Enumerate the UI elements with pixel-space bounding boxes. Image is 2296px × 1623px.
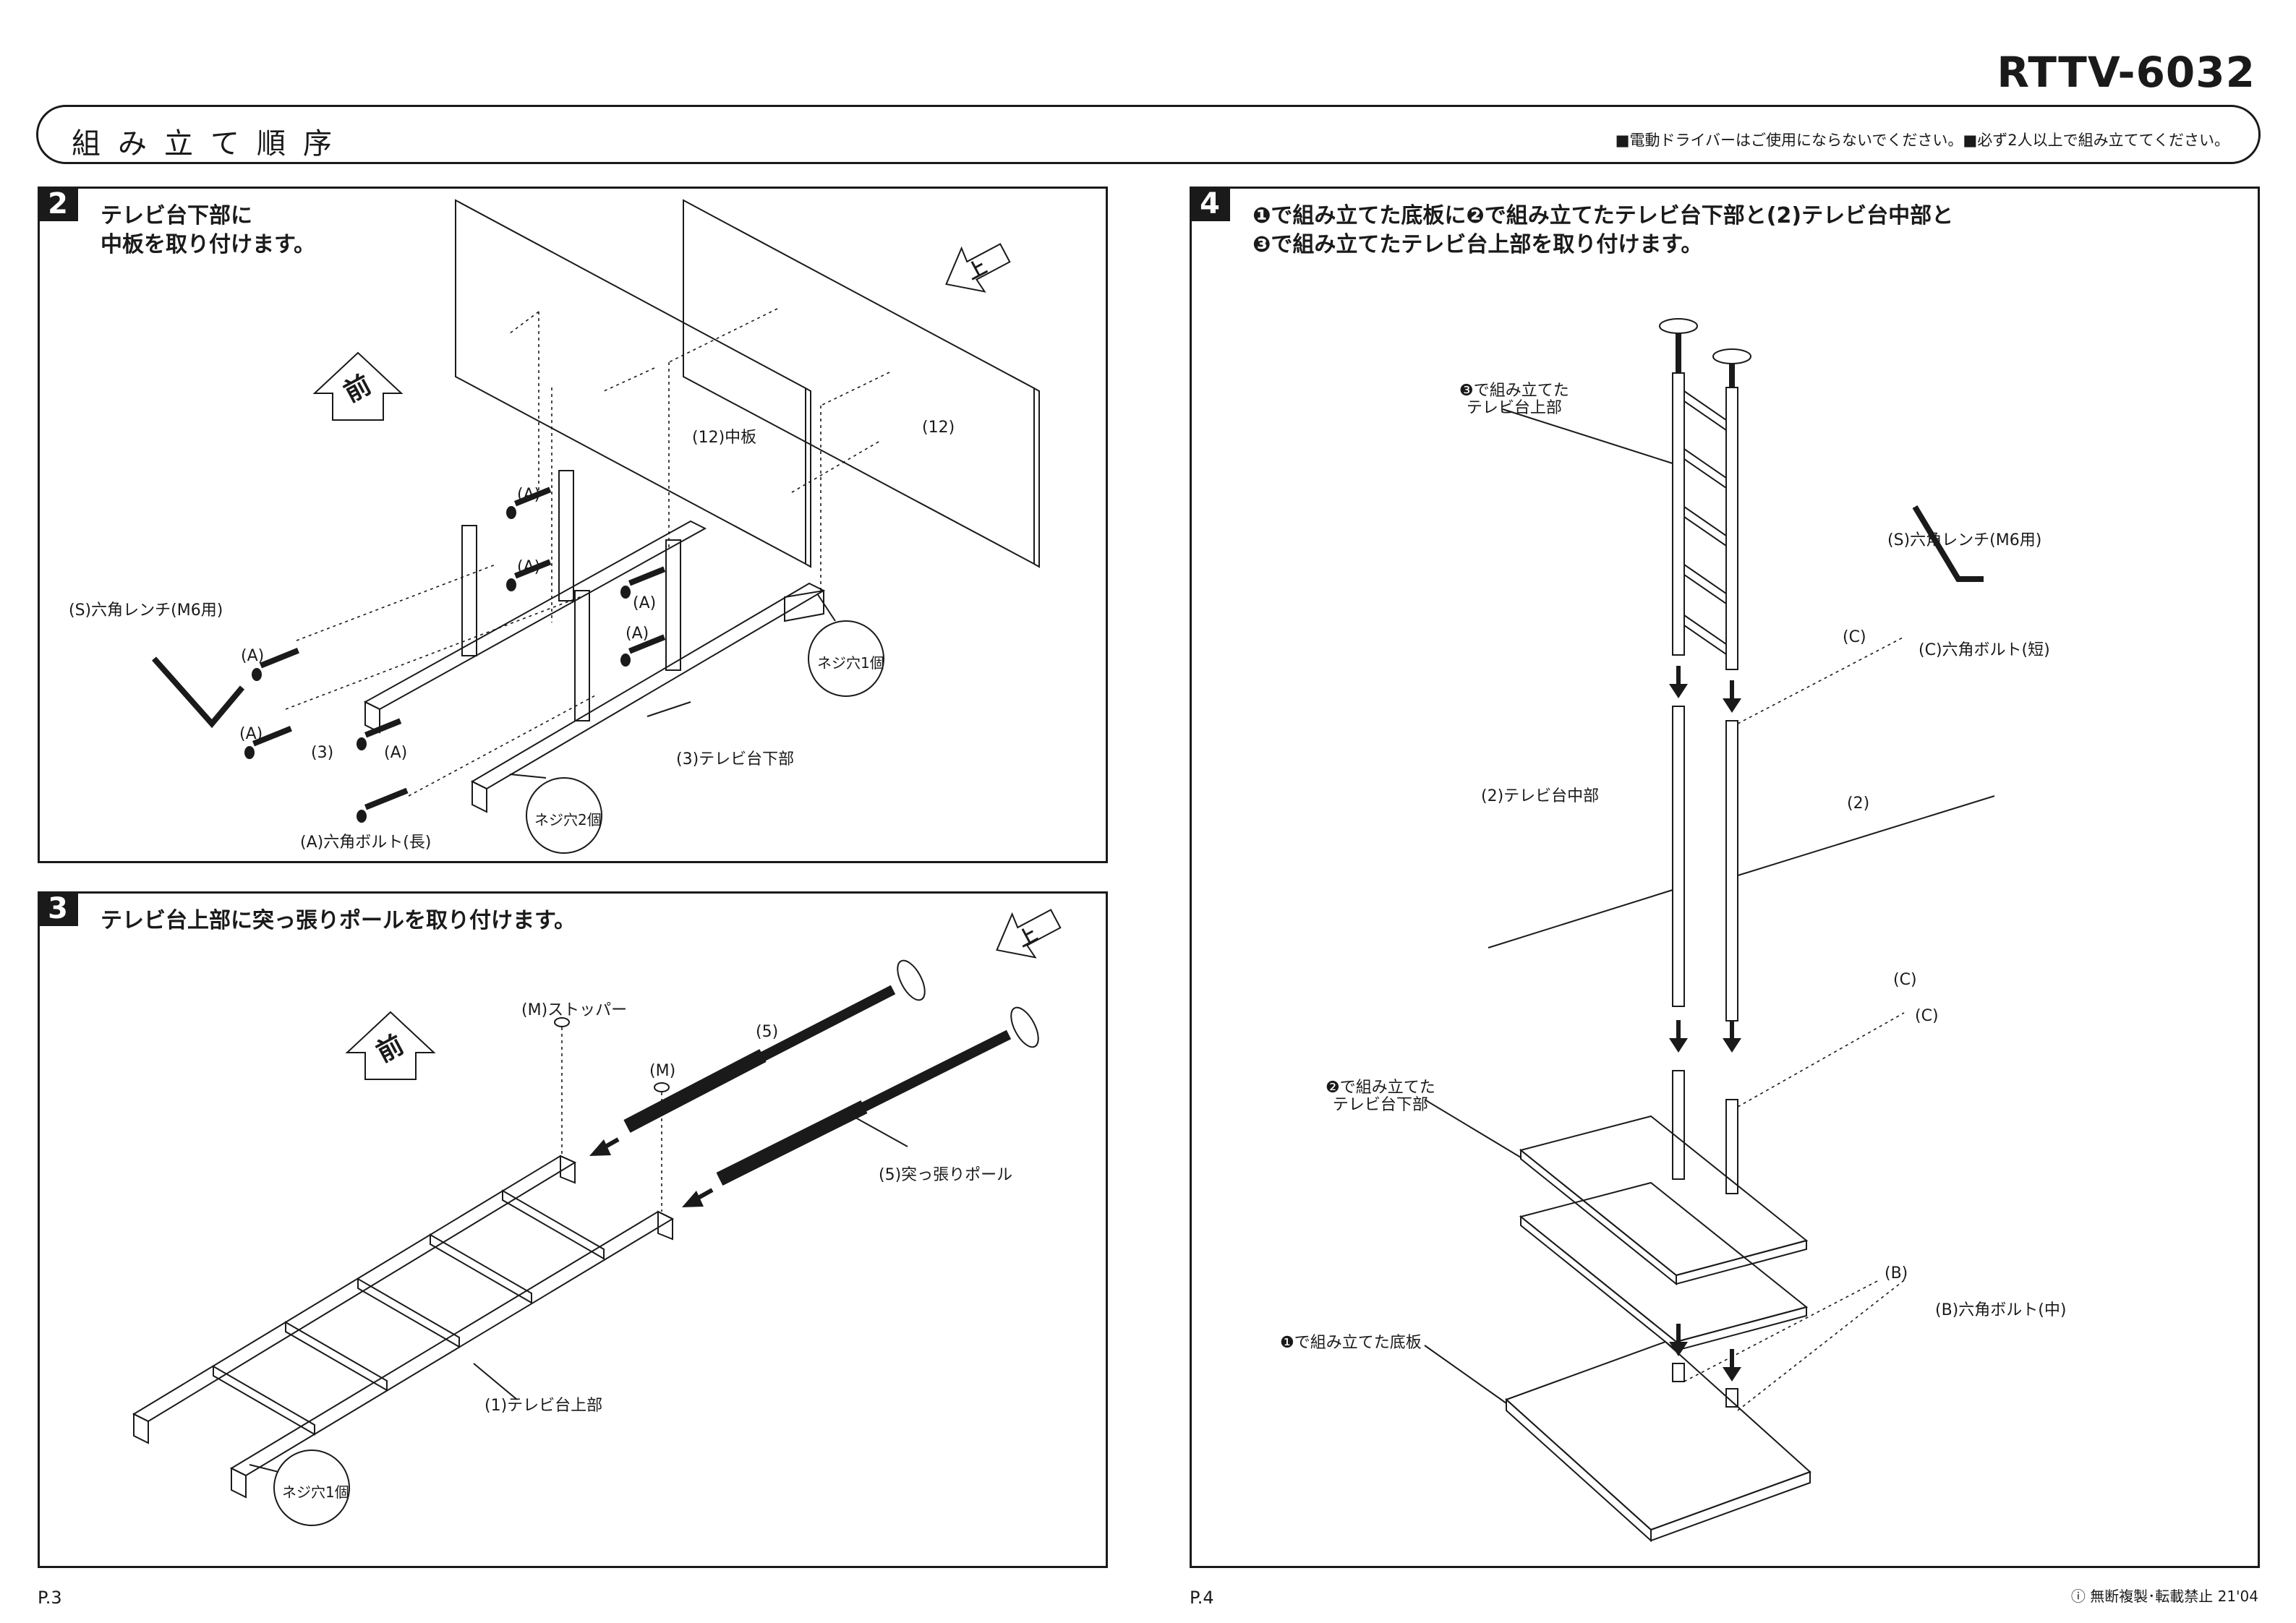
- step-title: テレビ台下部に 中板を取り付けます。: [101, 202, 315, 260]
- stopper: [554, 1017, 570, 1027]
- label-stopper: (M)ストッパー: [521, 1001, 628, 1019]
- page-title: 組み立て順序: [72, 127, 349, 160]
- step-3-illustration: [132, 909, 1062, 1526]
- pole-foot: [1712, 348, 1751, 364]
- label-bolt-c: (C): [1843, 628, 1866, 646]
- label-line: テレビ台上部: [1466, 399, 1562, 417]
- lower-post: [1672, 1070, 1685, 1180]
- header-note: ■電動ドライバーはご使用にならないでください。■必ず2人以上で組み立ててください…: [1615, 132, 2229, 149]
- up-arrow-icon: [945, 243, 1011, 293]
- step-title-line: ❶で組み立てた底板に❷で組み立てたテレビ台下部と(2)テレビ台中部と: [1252, 203, 1954, 228]
- label-upper-assembled: ❸で組み立てた テレビ台上部: [1459, 382, 1569, 417]
- label-bolt-c: (C): [1893, 971, 1917, 989]
- step-2-panel: 2 テレビ台下部に 中板を取り付けます。: [38, 187, 1108, 863]
- label-stopper-m: (M): [649, 1062, 676, 1080]
- label-bolt-a: (A): [384, 744, 408, 762]
- label-wrench: (S)六角レンチ(M6用): [1887, 531, 2042, 549]
- lower-post: [1725, 1099, 1738, 1194]
- middle-board: [683, 199, 1035, 565]
- label-wrench: (S)六角レンチ(M6用): [69, 601, 223, 620]
- step-number: 3: [38, 891, 78, 926]
- step-title-line: 中板を取り付けます。: [101, 232, 315, 257]
- step-title: ❶で組み立てた底板に❷で組み立てたテレビ台下部と(2)テレビ台中部と ❸で組み立…: [1252, 202, 1953, 260]
- page-number-left: P.3: [38, 1588, 62, 1608]
- label-bolt-a: (A): [517, 558, 541, 576]
- label-lower-assembled: ❷で組み立てた テレビ台下部: [1326, 1079, 1435, 1114]
- middle-post: [1672, 706, 1685, 1007]
- label-lower-part: (3)テレビ台下部: [676, 750, 795, 768]
- page-number-right: P.4: [1190, 1588, 1214, 1608]
- step-4-illustration: [1424, 318, 1995, 1543]
- label-board: (12): [922, 419, 955, 437]
- rail: [363, 520, 707, 711]
- leg: [574, 590, 590, 721]
- front-arrow-icon: [345, 1011, 436, 1080]
- label-bolt-short: (C)六角ボルト(短): [1919, 641, 2050, 659]
- frame-rail: [229, 1210, 675, 1477]
- step-4-panel: 4 ❶で組み立てた底板に❷で組み立てたテレビ台下部と(2)テレビ台中部と ❸で組…: [1190, 187, 2260, 1568]
- label-upper-part: (1)テレビ台上部: [485, 1397, 603, 1415]
- label-line: テレビ台下部: [1332, 1096, 1428, 1114]
- leg: [461, 525, 477, 656]
- step-title-line: ❸で組み立てたテレビ台上部を取り付けます。: [1252, 232, 1703, 257]
- front-arrow-icon: [312, 351, 404, 421]
- label-tension-pole: (5)突っ張りポール: [879, 1166, 1013, 1184]
- upper-post: [1672, 372, 1685, 656]
- hole-callout: [808, 620, 884, 697]
- header-bar: 組み立て順序 ■電動ドライバーはご使用にならないでください。■必ず2人以上で組み…: [36, 105, 2261, 164]
- copyright-notice: ⓘ 無断複製･転載禁止 21'04: [2070, 1588, 2258, 1605]
- label-bolt-mid: (B)六角ボルト(中): [1935, 1301, 2067, 1319]
- step-3-panel: 3 テレビ台上部に突っ張りポールを取り付けます。: [38, 891, 1108, 1568]
- label-line: ❸で組み立てた: [1459, 382, 1569, 400]
- label-hole-count: ネジ穴2個: [534, 811, 602, 828]
- step-2-illustration: [152, 199, 1040, 854]
- label-middle-part: (2)テレビ台中部: [1481, 787, 1600, 805]
- leg: [665, 539, 681, 671]
- crossbar: [213, 1365, 315, 1436]
- hex-wrench: [152, 656, 245, 729]
- label-bolt-a: (A): [633, 594, 657, 612]
- step-title-line: テレビ台下部に: [101, 203, 252, 228]
- label-part-5: (5): [756, 1023, 779, 1041]
- hole-callout: [273, 1449, 350, 1526]
- label-part-3: (3): [311, 744, 334, 762]
- pole-foot: [1010, 1006, 1039, 1048]
- middle-post: [1725, 720, 1738, 1022]
- stopper: [654, 1082, 670, 1092]
- hex-wrench: [1912, 505, 1984, 582]
- pole-foot: [1659, 318, 1698, 334]
- base-board: [1505, 1340, 1811, 1531]
- label-bolt-a: (A): [241, 647, 265, 665]
- label-middle-board: (12)中板: [692, 429, 757, 447]
- label-part-2: (2): [1847, 795, 1870, 813]
- label-bolt-a: (A): [517, 486, 541, 504]
- label-bolt-a: (A): [239, 725, 263, 743]
- label-line: ❷で組み立てた: [1326, 1079, 1435, 1097]
- crossbar: [430, 1233, 532, 1304]
- label-hole-count: ネジ穴1個: [817, 654, 884, 672]
- step-number: 4: [1190, 187, 1230, 221]
- label-bolt-c: (C): [1915, 1007, 1939, 1025]
- model-number: RTTV-6032: [1997, 48, 2256, 97]
- step-number: 2: [38, 187, 78, 221]
- crossbar: [357, 1277, 460, 1348]
- upper-post: [1725, 387, 1738, 670]
- crossbar: [285, 1321, 388, 1392]
- label-bolt-a: (A): [626, 625, 649, 643]
- pole-foot: [897, 959, 926, 1001]
- step-title: テレビ台上部に突っ張りポールを取り付けます。: [101, 908, 576, 933]
- frame-rail: [132, 1155, 577, 1423]
- leg: [558, 470, 574, 601]
- up-arrow-icon: [996, 909, 1062, 959]
- label-bolt-b: (B): [1885, 1264, 1908, 1282]
- crossbar: [502, 1189, 605, 1260]
- label-base-assembled: ❶で組み立てた底板: [1280, 1334, 1422, 1352]
- label-hole-count: ネジ穴1個: [282, 1483, 349, 1501]
- hole-callout: [526, 777, 602, 854]
- label-bolt-long: (A)六角ボルト(長): [300, 834, 432, 852]
